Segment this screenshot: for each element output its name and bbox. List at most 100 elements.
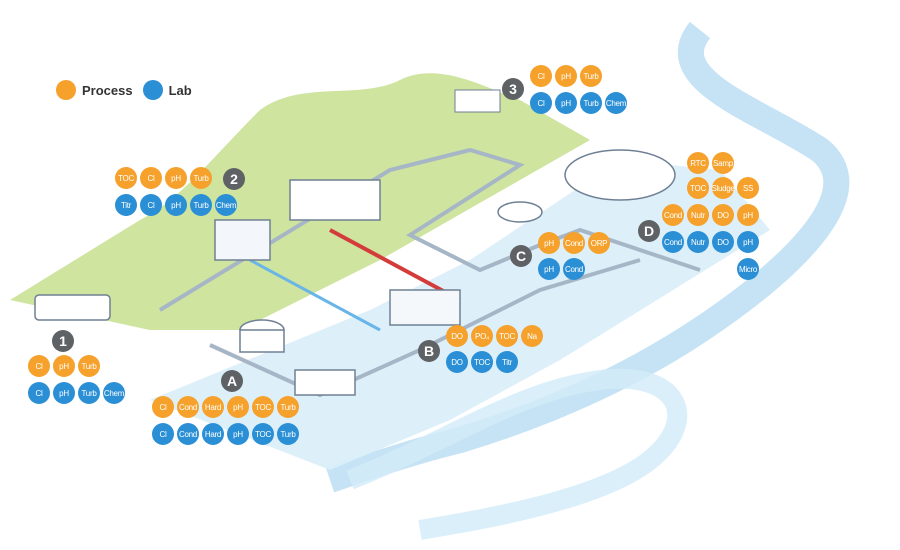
filter-basin bbox=[294, 369, 356, 396]
river-lower bbox=[346, 368, 688, 540]
lab-parameter-badge: Cl bbox=[28, 382, 50, 404]
site-marker-c: C bbox=[510, 245, 532, 267]
lab-parameter-badge: Hard bbox=[202, 423, 224, 445]
process-parameter-badge: Cond bbox=[177, 396, 199, 418]
process-parameter-badge: Sludge bbox=[712, 177, 734, 199]
lab-parameter-badge: pH bbox=[227, 423, 249, 445]
process-dot-icon bbox=[56, 80, 76, 100]
lab-parameter-badge: Cl bbox=[152, 423, 174, 445]
process-parameter-badge: Cl bbox=[28, 355, 50, 377]
lab-dot-icon bbox=[142, 80, 163, 100]
lab-parameter-badge: Chem bbox=[103, 382, 125, 404]
process-parameter-badge: pH bbox=[737, 204, 759, 226]
lab-parameter-badge: Chem bbox=[215, 194, 237, 216]
process-parameter-badge: Samp bbox=[712, 152, 734, 174]
process-parameter-badge: DO bbox=[712, 204, 734, 226]
site-marker-b: B bbox=[418, 340, 440, 362]
lab-parameter-badge: pH bbox=[555, 92, 577, 114]
lab-parameter-badge: Turb bbox=[580, 92, 602, 114]
process-parameter-badge: RTC bbox=[687, 152, 709, 174]
process-parameter-badge: pH bbox=[538, 232, 560, 254]
supply-pallets bbox=[454, 89, 501, 113]
lab-parameter-badge: Micro bbox=[737, 258, 759, 280]
chemical-plant bbox=[214, 219, 271, 261]
lab-parameter-badge: Cl bbox=[140, 194, 162, 216]
lab-parameter-badge: Turb bbox=[78, 382, 100, 404]
badge-spacer bbox=[662, 152, 684, 174]
lab-parameter-badge: pH bbox=[538, 258, 560, 280]
process-parameter-badge: Cl bbox=[530, 65, 552, 87]
red-pipe bbox=[329, 228, 461, 302]
process-parameter-badge: pH bbox=[555, 65, 577, 87]
truck bbox=[34, 294, 111, 321]
process-parameter-badge: TOC bbox=[252, 396, 274, 418]
factory-building bbox=[289, 179, 381, 221]
lab-parameter-badge: Cond bbox=[177, 423, 199, 445]
process-parameter-badge: Turb bbox=[190, 167, 212, 189]
badge-spacer bbox=[712, 258, 734, 280]
process-parameter-badge: Na bbox=[521, 325, 543, 347]
process-parameter-badge: Cl bbox=[140, 167, 162, 189]
process-parameter-badge: Turb bbox=[78, 355, 100, 377]
process-parameter-badge: Cond bbox=[563, 232, 585, 254]
site-marker-1: 1 bbox=[52, 330, 74, 352]
process-parameter-badge: TOC bbox=[687, 177, 709, 199]
process-parameter-badge: DO bbox=[446, 325, 468, 347]
aeration-tank bbox=[497, 201, 543, 223]
process-parameter-badge: pH bbox=[227, 396, 249, 418]
lab-parameter-badge: Titr bbox=[496, 351, 518, 373]
lab-parameter-badge: pH bbox=[53, 382, 75, 404]
process-parameter-badge: Cond bbox=[662, 204, 684, 226]
site-d-lab-row: Micro bbox=[662, 258, 759, 280]
lab-parameter-badge: Turb bbox=[277, 423, 299, 445]
process-parameter-badge: pH bbox=[53, 355, 75, 377]
lab-parameter-badge: Cl bbox=[530, 92, 552, 114]
lab-parameter-badge: TOC bbox=[471, 351, 493, 373]
blue-pipe bbox=[249, 258, 381, 332]
lab-parameter-badge: pH bbox=[165, 194, 187, 216]
site-marker-d: D bbox=[638, 220, 660, 242]
site-marker-2: 2 bbox=[223, 168, 245, 190]
legend-process-label: Process bbox=[82, 82, 133, 98]
legend: Process Lab bbox=[56, 80, 192, 100]
site-marker-3: 3 bbox=[502, 78, 524, 100]
process-parameter-badge: Turb bbox=[277, 396, 299, 418]
lab-parameter-badge: DO bbox=[712, 231, 734, 253]
process-parameter-badge: TOC bbox=[115, 167, 137, 189]
process-parameter-badge: Hard bbox=[202, 396, 224, 418]
legend-lab-label: Lab bbox=[168, 82, 192, 98]
badge-spacer bbox=[662, 177, 684, 199]
lab-parameter-badge: Turb bbox=[190, 194, 212, 216]
lab-parameter-badge: Cond bbox=[662, 231, 684, 253]
process-parameter-badge: PO₄ bbox=[471, 325, 493, 347]
lab-parameter-badge: pH bbox=[737, 231, 759, 253]
process-parameter-badge: ORP bbox=[588, 232, 610, 254]
site-marker-a: A bbox=[221, 370, 243, 392]
lab-parameter-badge: Cond bbox=[563, 258, 585, 280]
lab-parameter-badge: Titr bbox=[115, 194, 137, 216]
process-parameter-badge: Turb bbox=[580, 65, 602, 87]
lab-parameter-badge: DO bbox=[446, 351, 468, 373]
process-parameter-badge: TOC bbox=[496, 325, 518, 347]
badge-spacer bbox=[662, 258, 684, 280]
legend-lab: Lab bbox=[142, 80, 192, 100]
clarifier bbox=[564, 149, 676, 201]
process-parameter-badge: pH bbox=[165, 167, 187, 189]
badge-spacer bbox=[687, 258, 709, 280]
